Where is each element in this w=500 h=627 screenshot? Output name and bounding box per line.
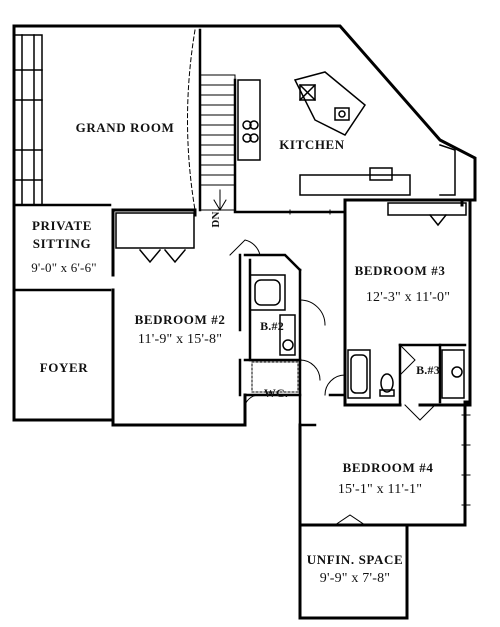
bath3-label: B.#3 bbox=[416, 363, 440, 377]
stair-down-label: DN. bbox=[210, 208, 222, 228]
unfin-space-dims: 9'-9" x 7'-8" bbox=[319, 571, 391, 586]
window-marks bbox=[289, 209, 471, 506]
bedroom2-label: BEDROOM #2 bbox=[134, 312, 226, 327]
stair bbox=[199, 74, 236, 211]
doors bbox=[229, 239, 436, 526]
bath2-fixtures bbox=[249, 274, 296, 356]
private-sitting-dims: 9'-0" x 6'-6" bbox=[31, 260, 97, 275]
bath2-label: B.#2 bbox=[260, 319, 284, 333]
ceiling-arc bbox=[187, 29, 196, 211]
foyer-label: FOYER bbox=[39, 360, 89, 375]
bedroom2-dims: 11'-9" x 15'-8" bbox=[137, 332, 223, 347]
outer-walls bbox=[12, 24, 477, 620]
unfin-space-label: UNFIN. SPACE bbox=[306, 552, 404, 567]
bedroom3-label: BEDROOM #3 bbox=[354, 263, 446, 278]
bedroom4-dims: 15'-1" x 11'-1" bbox=[337, 482, 423, 497]
closet-bedroom3 bbox=[387, 202, 467, 227]
private-sitting-label-2: SITTING bbox=[32, 236, 92, 251]
grand-room-label: GRAND ROOM bbox=[75, 120, 175, 135]
closet-bedroom2 bbox=[115, 212, 195, 264]
bedroom4-label: BEDROOM #4 bbox=[342, 460, 434, 475]
bedroom3-dims: 12'-3" x 11'-0" bbox=[365, 290, 451, 305]
bath3-fixtures bbox=[347, 349, 465, 399]
private-sitting-label-1: PRIVATE bbox=[31, 218, 93, 233]
wc-label: WC. bbox=[263, 386, 289, 400]
kitchen-label: KITCHEN bbox=[279, 137, 345, 152]
kitchen-fixtures bbox=[237, 71, 456, 196]
wc-area bbox=[251, 361, 299, 393]
window-strips bbox=[13, 34, 43, 206]
